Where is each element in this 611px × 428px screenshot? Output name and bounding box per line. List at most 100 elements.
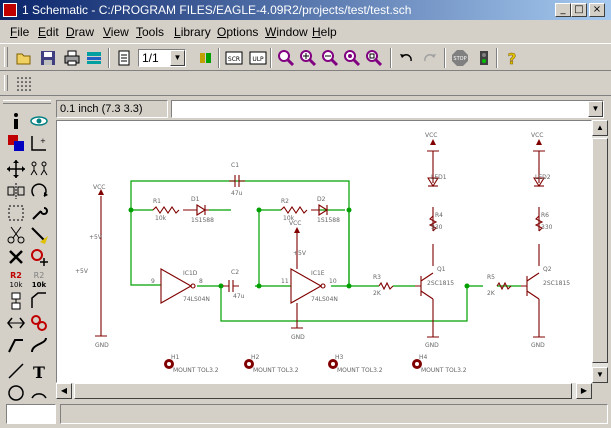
open-icon[interactable] xyxy=(14,48,34,68)
paste-icon[interactable] xyxy=(28,224,50,246)
sidebar-grip[interactable] xyxy=(3,100,51,104)
svg-text:VCC: VCC xyxy=(289,220,301,227)
zoom-fit-icon[interactable] xyxy=(276,48,296,68)
vertical-scrollbar[interactable]: ▲ ▼ xyxy=(592,120,608,383)
svg-text:2K: 2K xyxy=(373,290,382,297)
svg-text:2SC1815: 2SC1815 xyxy=(543,280,570,287)
change-icon[interactable] xyxy=(28,202,50,224)
mark-icon[interactable]: + xyxy=(28,132,50,154)
delete-icon[interactable] xyxy=(5,246,27,268)
cut-icon[interactable] xyxy=(5,224,27,246)
page-select[interactable]: 1/1 ▼ xyxy=(138,49,186,67)
rotate-icon[interactable] xyxy=(28,180,50,202)
svg-text:R4: R4 xyxy=(435,212,443,219)
minimize-button[interactable]: _ xyxy=(555,3,571,17)
svg-text:LED2: LED2 xyxy=(535,174,551,181)
add-icon[interactable] xyxy=(28,246,50,268)
info-icon[interactable] xyxy=(5,110,27,132)
copy-icon[interactable] xyxy=(28,158,50,180)
title-bar[interactable]: 1 Schematic - C:/PROGRAM FILES/EAGLE-4.0… xyxy=(0,0,611,20)
layers-icon[interactable] xyxy=(5,132,27,154)
sheet-icon[interactable] xyxy=(114,48,134,68)
ulp-button[interactable]: ULP xyxy=(248,48,268,68)
wire-icon[interactable] xyxy=(5,334,27,356)
scroll-down-icon[interactable]: ▼ xyxy=(592,367,608,383)
svg-text:R2: R2 xyxy=(281,198,289,205)
zoom-in-icon[interactable] xyxy=(298,48,318,68)
svg-text:74LS04N: 74LS04N xyxy=(183,296,210,303)
group-icon[interactable] xyxy=(5,202,27,224)
stop-button[interactable]: STOP xyxy=(450,48,470,68)
svg-text:GND: GND xyxy=(95,342,109,349)
svg-text:2K: 2K xyxy=(487,290,496,297)
maximize-button[interactable]: □ xyxy=(571,3,587,17)
text-tool[interactable]: T xyxy=(28,360,50,382)
split-icon[interactable] xyxy=(5,312,27,334)
miter-icon[interactable] xyxy=(28,290,50,312)
undo-icon[interactable] xyxy=(396,48,416,68)
svg-text:C2: C2 xyxy=(231,269,239,276)
zoom-out-icon[interactable] xyxy=(320,48,340,68)
line-icon[interactable] xyxy=(5,360,27,382)
script-button[interactable]: SCR xyxy=(224,48,244,68)
scroll-right-icon[interactable]: ▶ xyxy=(576,383,592,399)
svg-text:R1: R1 xyxy=(153,198,161,205)
close-button[interactable]: × xyxy=(589,3,605,17)
invoke-icon[interactable] xyxy=(28,312,50,334)
cam-icon[interactable] xyxy=(84,48,104,68)
eye-icon[interactable] xyxy=(28,110,50,132)
circle-icon[interactable] xyxy=(5,382,27,404)
svg-text:+5V: +5V xyxy=(293,250,307,257)
menu-library[interactable]: Library xyxy=(174,25,211,39)
toolbar-grip[interactable] xyxy=(4,47,8,67)
svg-text:11: 11 xyxy=(281,278,289,285)
menu-file[interactable]: File xyxy=(10,25,30,39)
board-icon[interactable] xyxy=(196,48,216,68)
bus-icon[interactable] xyxy=(28,334,50,356)
help-button[interactable]: ? xyxy=(502,48,522,68)
horizontal-scroll-thumb[interactable] xyxy=(74,383,572,399)
svg-text:MOUNT TOL3.2: MOUNT TOL3.2 xyxy=(421,367,467,374)
menu-draw[interactable]: Draw xyxy=(66,25,95,39)
go-icon[interactable] xyxy=(474,48,494,68)
menu-help[interactable]: Help xyxy=(312,25,337,39)
print-icon[interactable] xyxy=(62,48,82,68)
svg-text:10k: 10k xyxy=(155,215,167,222)
zoom-select-icon[interactable] xyxy=(364,48,384,68)
zoom-redraw-icon[interactable] xyxy=(342,48,362,68)
horizontal-scrollbar[interactable]: ◀ ▶ xyxy=(56,383,592,399)
grid-icon[interactable] xyxy=(14,74,34,94)
toolbar-grip-2[interactable] xyxy=(4,75,8,91)
chevron-down-icon[interactable]: ▼ xyxy=(588,101,603,117)
svg-text:+5V: +5V xyxy=(75,268,89,275)
svg-text:MOUNT TOL3.2: MOUNT TOL3.2 xyxy=(173,367,219,374)
save-icon[interactable] xyxy=(38,48,58,68)
menu-options[interactable]: Options xyxy=(217,25,259,39)
vertical-scroll-thumb[interactable] xyxy=(592,138,608,363)
svg-text:LED1: LED1 xyxy=(431,174,447,181)
svg-text:Q2: Q2 xyxy=(543,266,552,273)
chevron-down-icon[interactable]: ▼ xyxy=(170,50,185,66)
menu-tools[interactable]: Tools xyxy=(136,25,165,39)
status-message xyxy=(60,404,608,424)
svg-text:D1: D1 xyxy=(191,196,200,203)
mirror-icon[interactable] xyxy=(5,180,27,202)
redo-icon[interactable] xyxy=(420,48,440,68)
scroll-up-icon[interactable]: ▲ xyxy=(592,120,608,136)
parameter-toolbar xyxy=(0,72,611,96)
smash-icon[interactable] xyxy=(5,290,27,312)
arc-icon[interactable] xyxy=(28,382,50,404)
menu-edit[interactable]: Edit xyxy=(38,25,59,39)
coordinate-display: 0.1 inch (7.3 3.3) xyxy=(56,100,168,118)
scroll-left-icon[interactable]: ◀ xyxy=(56,383,72,399)
svg-text:R5: R5 xyxy=(487,274,495,281)
menu-window[interactable]: Window xyxy=(265,25,308,39)
menu-view[interactable]: View xyxy=(103,25,129,39)
command-line-input[interactable]: ▼ xyxy=(171,100,604,118)
move-icon[interactable] xyxy=(5,158,27,180)
svg-text:H3: H3 xyxy=(335,354,344,361)
